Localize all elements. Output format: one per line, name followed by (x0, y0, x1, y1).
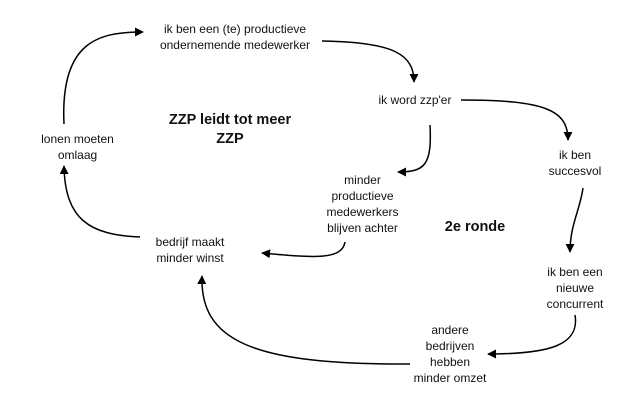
node-successful: ik ben succesvol (548, 148, 602, 178)
edge-winst-to-lonen (59, 165, 141, 238)
edge-lonen-to-productive (63, 27, 144, 125)
diagram-title: ZZP leidt tot meer ZZP (168, 112, 292, 147)
edge-productive-to-zzp (321, 40, 419, 83)
edge-succesvol-to-concurrent (565, 187, 584, 253)
edge-omzet-to-winst (197, 275, 411, 365)
node-new-competitor: ik ben een nieuwe concurrent (546, 265, 604, 311)
edge-achter-to-winst (261, 241, 346, 259)
edge-zzp-to-achter (397, 124, 432, 177)
node-less-revenue: andere bedrijven hebben minder omzet (413, 323, 487, 385)
edge-concurrent-to-omzet (487, 314, 577, 359)
node-lower-wages: lonen moeten omlaag (41, 132, 114, 162)
round-label: 2e ronde (444, 219, 506, 235)
edge-zzp-to-succesvol (460, 99, 573, 141)
node-left-behind: minder productieve medewerkers blijven a… (326, 173, 399, 235)
node-productive-employee: ik ben een (te) productieve ondernemende… (159, 22, 311, 52)
node-less-profit: bedrijf maakt minder winst (155, 235, 225, 265)
node-become-zzp: ik word zzp'er (378, 93, 452, 107)
